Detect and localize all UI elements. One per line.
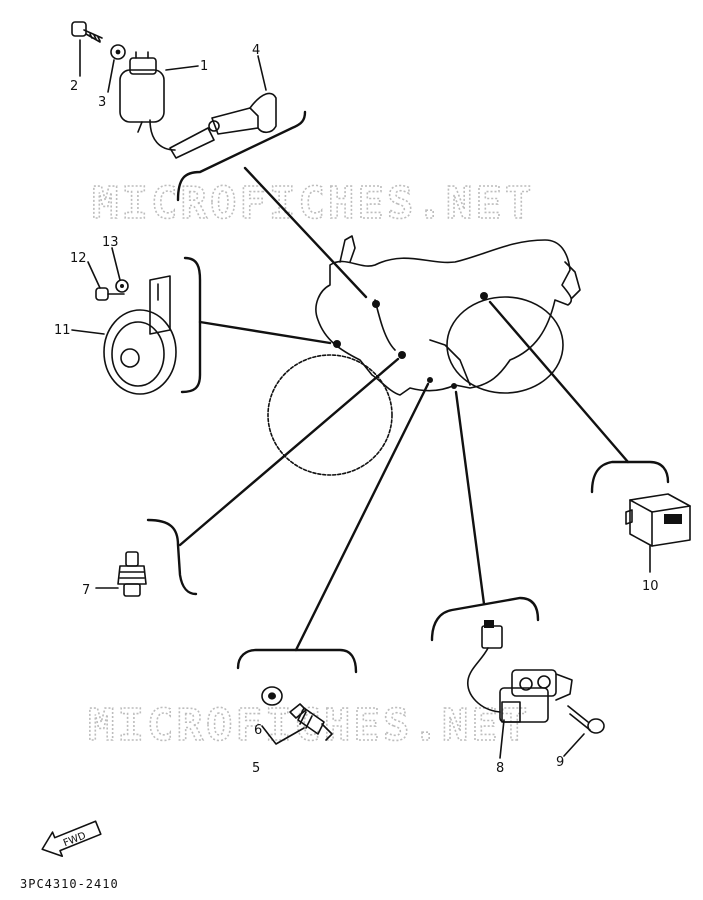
label-part-1: 1: [200, 59, 208, 74]
label-part-10: 10: [642, 579, 659, 594]
label-part-4: 4: [252, 43, 260, 58]
plug-cap: [208, 92, 277, 135]
label-part-12: 12: [70, 251, 87, 266]
diagram-code: 3PC4310-2410: [20, 877, 119, 891]
washer-3: [110, 44, 126, 60]
label-part-11: 11: [54, 323, 71, 338]
bolt-2: [71, 21, 103, 43]
label-part-5: 5: [252, 761, 260, 776]
screw-9: [567, 705, 605, 734]
washer-13: [115, 279, 129, 293]
label-part-8: 8: [496, 761, 504, 776]
relay-10: [625, 493, 691, 547]
callout-brackets: [146, 110, 670, 674]
bolt-12: [95, 287, 125, 301]
leader-lines: [178, 166, 630, 652]
motorcycle-outline: [267, 235, 581, 476]
label-part-9: 9: [556, 755, 564, 770]
watermark-top: MICROFICHES.NET: [92, 178, 534, 229]
sensor-8: [467, 620, 573, 723]
high-tension-cord: [169, 127, 215, 159]
label-leaders: [71, 39, 651, 759]
part-labels: 1 2 3 4 5 6 7 8 9 10 11 12 13: [54, 43, 659, 776]
label-part-13: 13: [102, 235, 119, 250]
label-part-6: 6: [254, 723, 262, 738]
label-part-7: 7: [82, 583, 90, 598]
gasket-6: [261, 686, 283, 706]
fwd-arrow: FWD: [41, 820, 102, 858]
horn: [103, 275, 177, 395]
watermark-bottom: MICROFICHES.NET: [88, 700, 530, 751]
label-part-2: 2: [70, 79, 78, 94]
leader-5-6: [261, 725, 305, 745]
switch-7: [117, 551, 147, 597]
switch-assy-5: [289, 703, 333, 741]
ignition-coil: [119, 51, 176, 151]
label-part-3: 3: [98, 95, 106, 110]
